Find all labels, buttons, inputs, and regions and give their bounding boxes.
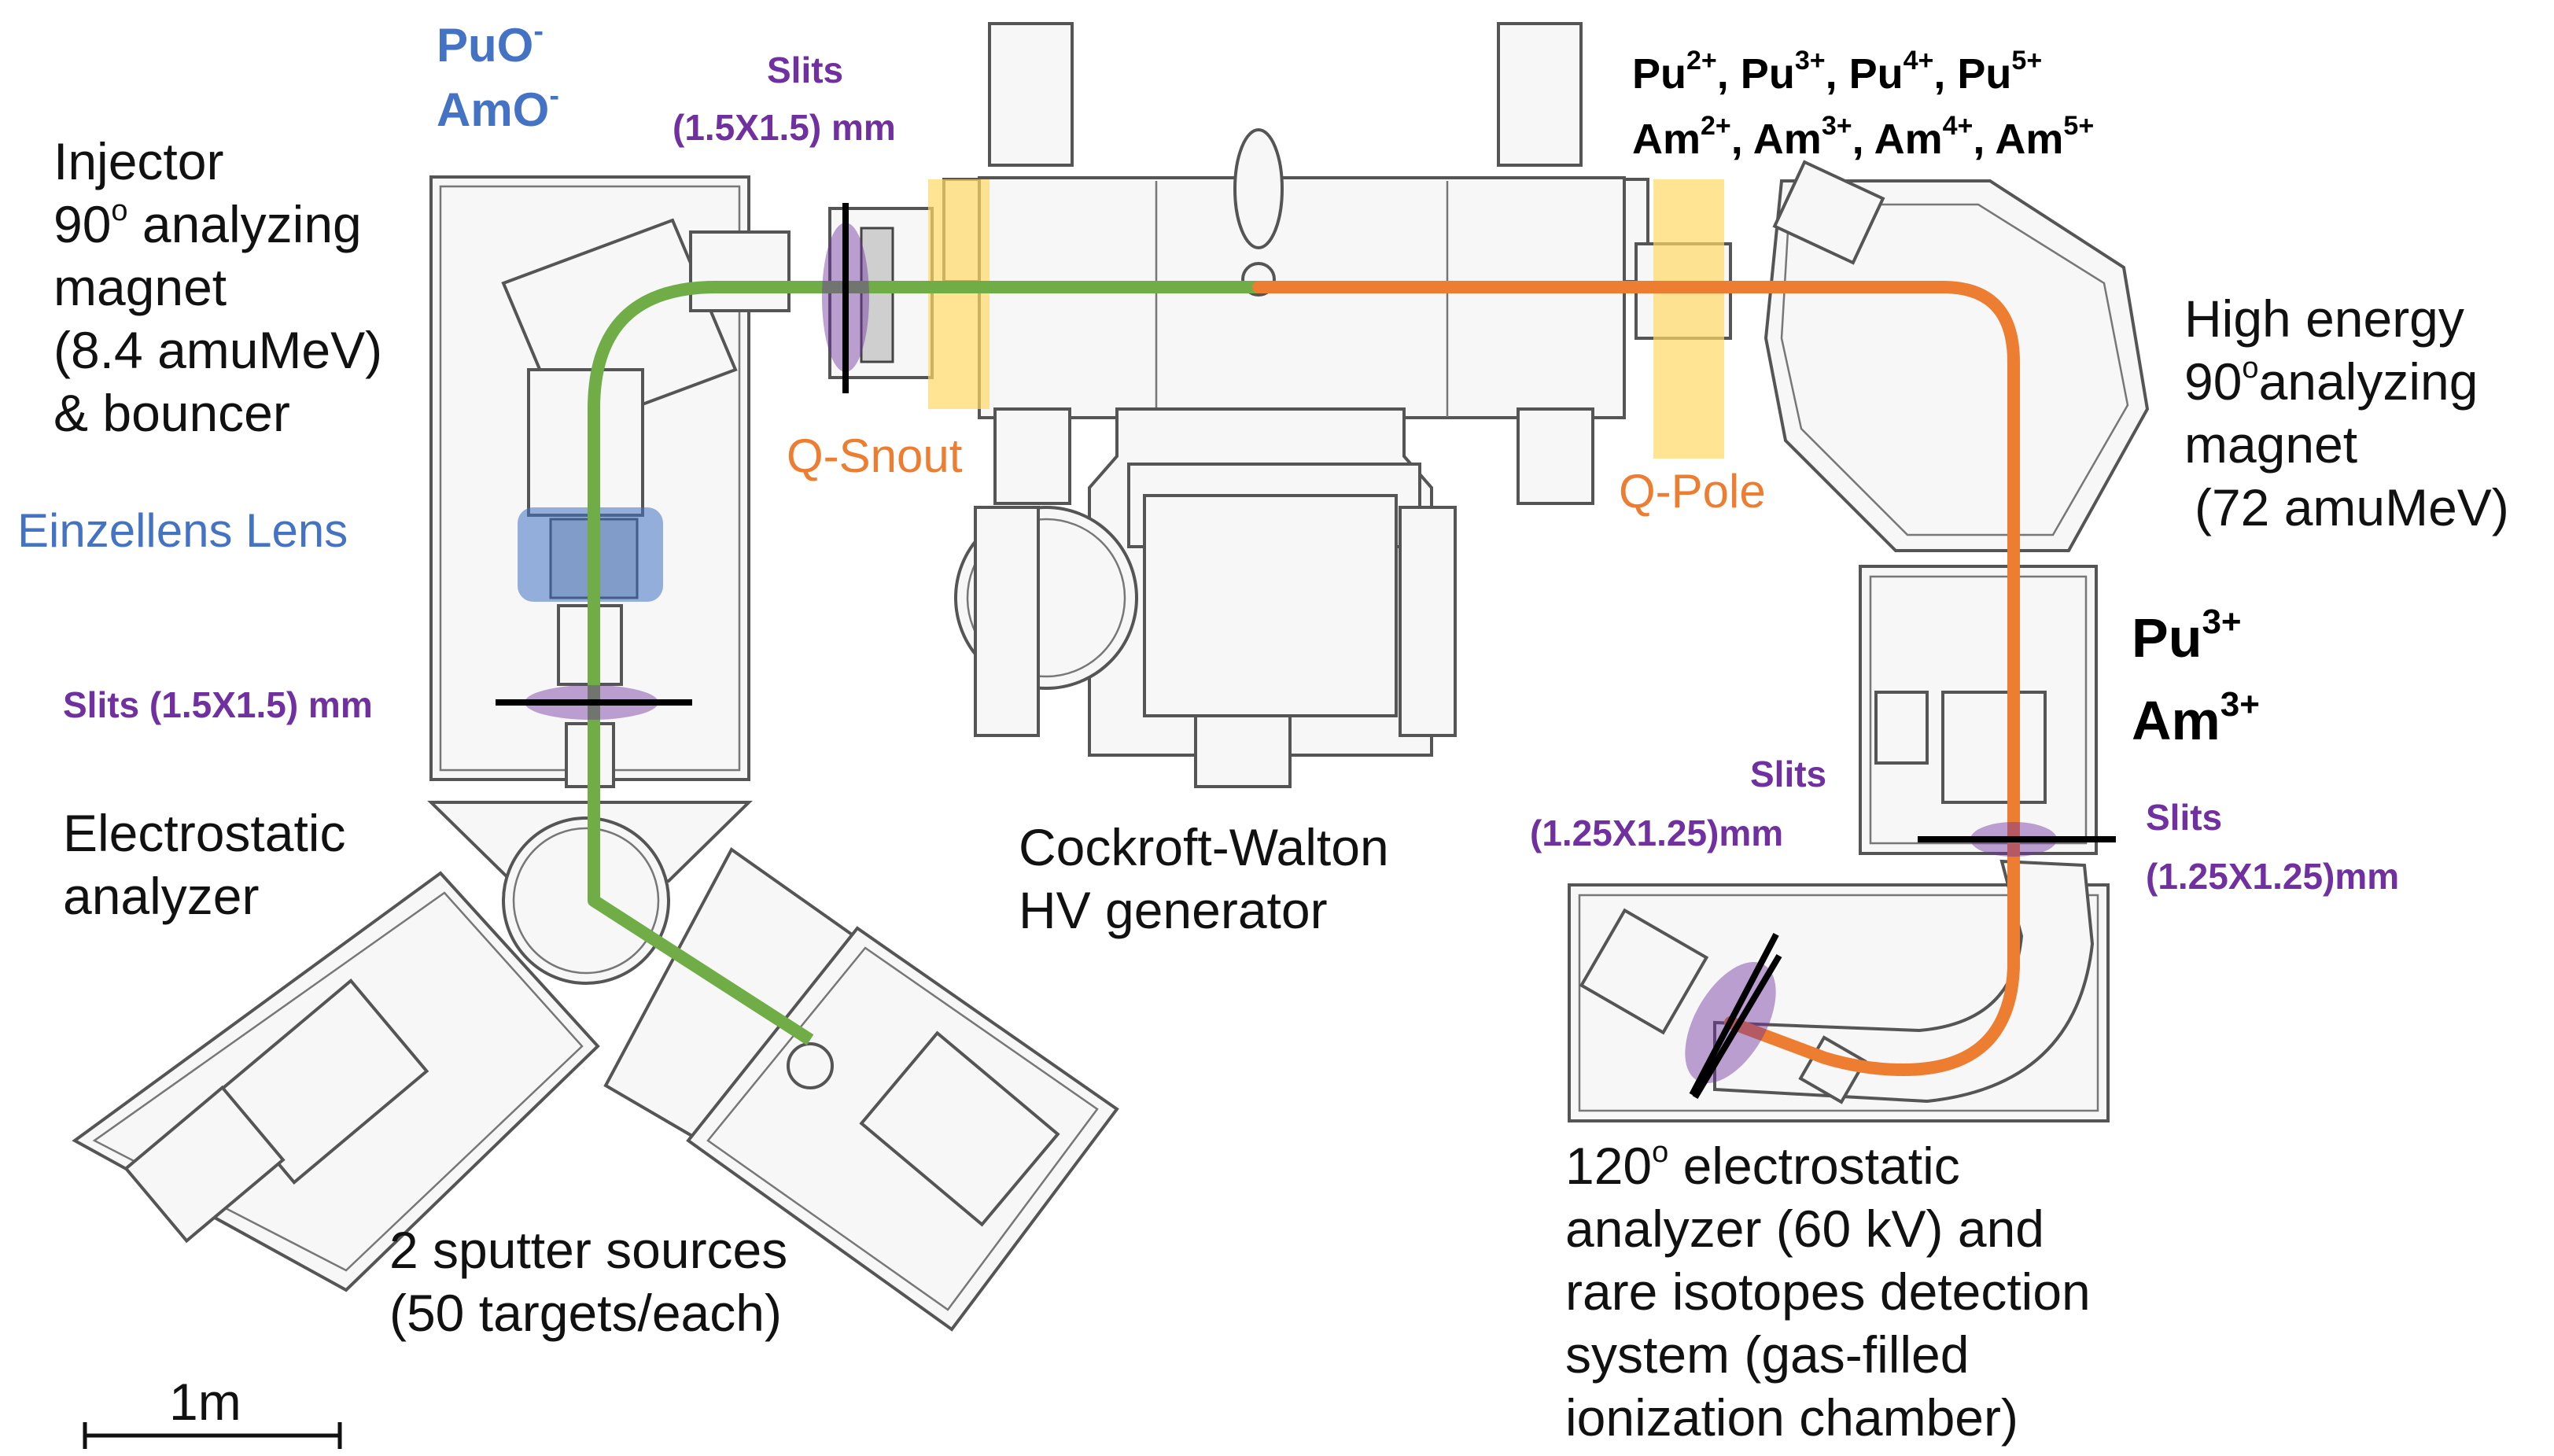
ion-puo-label: PuO- (437, 15, 544, 72)
esa-label-2: analyzer (63, 867, 259, 925)
cw-label-2: HV generator (1019, 881, 1328, 939)
slits-top-label-2: (1.5X1.5) mm (673, 107, 896, 148)
slits-right2-label-1: Slits (2146, 797, 2222, 838)
cw-base (1194, 714, 1292, 788)
cw-generator (1143, 494, 1398, 717)
slits-top-label-1: Slits (767, 50, 843, 90)
he-label-2: 90oanalyzing (2184, 352, 2478, 411)
esa-chamber-inner (512, 827, 660, 975)
cw-right-panel (1399, 506, 1457, 737)
tank-leg-right (1517, 407, 1594, 505)
pu3-label: Pu3+ (2132, 603, 2242, 669)
sputter-label-2: (50 targets/each) (389, 1284, 782, 1342)
slits-left-label: Slits (1.5X1.5) mm (63, 684, 373, 725)
detector-label-5: ionization chamber) (1565, 1388, 2018, 1447)
he-magnet-port (1772, 160, 1885, 265)
slit-bar-detector (1689, 933, 1779, 1097)
sputter-source-left-inner (92, 891, 584, 1272)
sputter-left-box2 (123, 1085, 286, 1244)
tank-port-top (1233, 128, 1284, 249)
sputter-right-box (859, 1030, 1060, 1227)
injector-column (527, 368, 644, 517)
ion-amo-label: AmO- (437, 79, 559, 136)
he-label-4: (72 amuMeV) (2195, 478, 2509, 536)
sputter-label-1: 2 sputter sources (389, 1221, 787, 1279)
injector-label-4: (8.4 amuMeV) (53, 321, 382, 379)
slit-bar-detector-2 (1692, 953, 1782, 1100)
esa-chamber (502, 816, 670, 985)
injector-magnet-port (689, 230, 791, 312)
sputter-right-port (787, 1042, 834, 1089)
high-energy-magnet (1763, 179, 2150, 552)
slits-right1-label-2: (1.25X1.25)mm (1530, 813, 1783, 853)
tank-support-right (1497, 22, 1583, 167)
detector-cabinet-inner (1578, 894, 2099, 1112)
esa-label-1: Electrostatic (63, 804, 345, 862)
right-cabinet-inner (1869, 575, 2088, 845)
cw-round-port-inner (966, 518, 1126, 678)
injector-label-3: magnet (53, 258, 227, 316)
right-cabinet-box2 (1941, 691, 2047, 804)
q-pole-highlight (1653, 179, 1724, 459)
detector-label-3: rare isotopes detection (1565, 1262, 2091, 1321)
high-energy-beam (1252, 281, 2020, 1076)
einzel-lens-label: Einzellens Lens (17, 504, 348, 557)
tank-support-left (988, 22, 1074, 167)
detector-label-1: 120o electrostatic (1565, 1136, 1960, 1195)
am3-label: Am3+ (2132, 685, 2260, 751)
slits-right2-label-2: (1.25X1.25)mm (2146, 856, 2399, 897)
charge-states-pu: Pu2+, Pu3+, Pu4+, Pu5+ (1632, 46, 2042, 98)
scale-label: 1m (169, 1373, 241, 1431)
detector-label-2: analyzer (60 kV) and (1565, 1200, 2044, 1258)
low-energy-flange-inner (860, 227, 894, 363)
detector-chamber (1579, 908, 1709, 1035)
q-pole-label: Q-Pole (1619, 465, 1766, 518)
detector-label-4: system (gas-filled (1565, 1325, 1969, 1384)
esa-120-deflector (1713, 859, 2095, 1104)
tank-leg-left (993, 407, 1071, 505)
slits-right1-label-1: Slits (1750, 754, 1826, 794)
injector-label-2: 90o analyzing (53, 194, 362, 253)
low-energy-beam (588, 281, 1259, 1045)
right-cabinet-box (1874, 691, 1929, 765)
injector-label-5: & bouncer (53, 384, 290, 442)
high-energy-magnet-inner (1780, 203, 2129, 536)
q-snout-label: Q-Snout (787, 429, 963, 482)
he-label-3: magnet (2184, 415, 2357, 474)
sputter-source-right-inner (706, 946, 1099, 1311)
accelerator-tank (978, 176, 1626, 419)
charge-states-am: Am2+, Am3+, Am4+, Am5+ (1632, 111, 2094, 163)
q-snout-highlight (928, 179, 990, 409)
cw-left-panel (974, 506, 1040, 737)
injector-label-1: Injector (53, 132, 223, 190)
cw-label-1: Cockroft-Walton (1019, 818, 1389, 876)
he-label-1: High energy (2184, 289, 2464, 348)
